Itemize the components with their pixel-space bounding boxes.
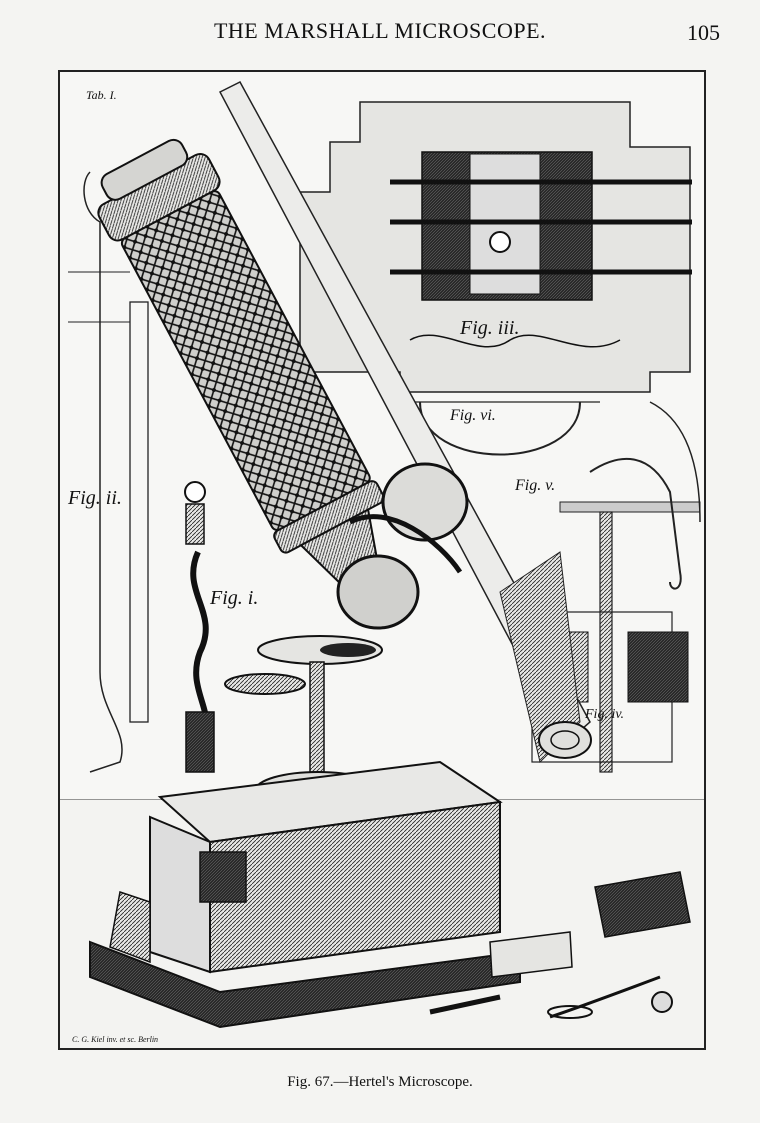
running-head: THE MARSHALL MICROSCOPE. 105 xyxy=(0,18,760,48)
fig-i-pillar xyxy=(184,481,215,773)
engraving-plate: Tab. I. Fig. i. Fig. ii. Fig. iii. Fig. … xyxy=(58,70,706,1050)
figure-label-iv: Fig. iv. xyxy=(585,707,625,722)
engraving-illustration xyxy=(60,81,704,1048)
fig-ii-drawing xyxy=(68,171,149,773)
figure-label-iii: Fig. iii. xyxy=(460,317,520,339)
figure-caption: Fig. 67.—Hertel's Microscope. xyxy=(287,1074,473,1090)
figure-label-ii: Fig. ii. xyxy=(68,487,122,509)
figure-label-vi: Fig. vi. xyxy=(450,407,496,424)
microscope-base xyxy=(89,760,521,1029)
plate-label: Tab. I. xyxy=(86,88,117,102)
figure-label-i: Fig. i. xyxy=(210,587,259,609)
lens-mirrors xyxy=(336,462,469,630)
engraver-credit: C. G. Kiel inv. et sc. Berlin xyxy=(72,1035,159,1044)
running-title: THE MARSHALL MICROSCOPE. xyxy=(213,18,547,43)
figure-label-v: Fig. v. xyxy=(515,477,556,494)
rolled-scroll xyxy=(218,81,592,763)
page-number: 105 xyxy=(687,20,720,45)
fig-iii-drawing xyxy=(299,101,692,393)
table-accessories xyxy=(429,871,691,1019)
